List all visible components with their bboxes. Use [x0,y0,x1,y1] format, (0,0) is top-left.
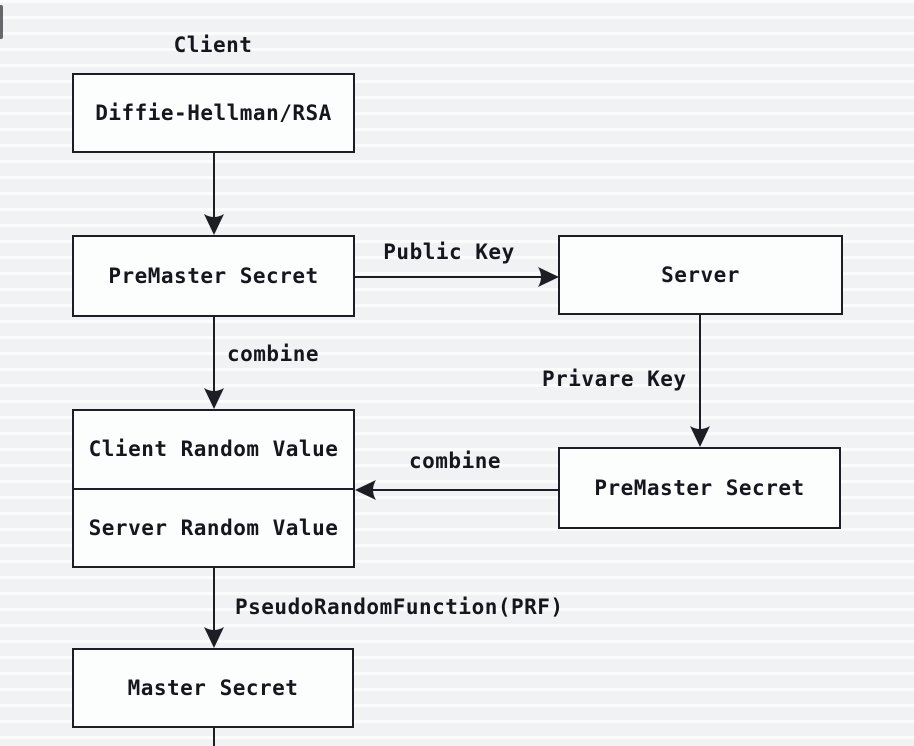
arrowhead-down-premaster [204,214,224,235]
node-server-random-value: Server Random Value [74,487,353,567]
node-diffie-hellman-rsa: Diffie-Hellman/RSA [72,73,355,153]
node-server: Server [558,235,843,315]
node-premaster-secret-server: PreMaster Secret [558,447,841,529]
client-column-title: Client [173,33,253,57]
node-label: Server Random Value [88,515,339,540]
node-label: Master Secret [127,676,299,700]
node-client-random-value: Client Random Value [74,411,353,488]
edge-label-prf: PseudoRandomFunction(PRF) [235,595,564,619]
node-master-secret: Master Secret [72,648,354,728]
node-label: Server [661,263,740,287]
arrowhead-right-server [538,267,559,287]
node-label: Client Random Value [88,437,339,462]
arrowhead-down-master [204,627,224,648]
arrowhead-left-random [355,480,376,500]
edge-label-combine-right: combine [409,449,502,473]
node-label: Diffie-Hellman/RSA [95,101,332,125]
node-label: PreMaster Secret [108,264,319,288]
node-label: PreMaster Secret [594,476,805,500]
arrowhead-down-random [204,388,224,409]
edge-label-private-key: Privare Key [542,367,687,391]
arrowhead-down-premaster-server [690,426,710,447]
node-random-values: Client Random Value Server Random Value [72,409,355,568]
scan-edge-artifact [0,5,3,39]
edge-label-combine-left: combine [227,342,320,366]
node-premaster-secret-client: PreMaster Secret [72,235,355,317]
edge-label-public-key: Public Key [383,240,515,264]
